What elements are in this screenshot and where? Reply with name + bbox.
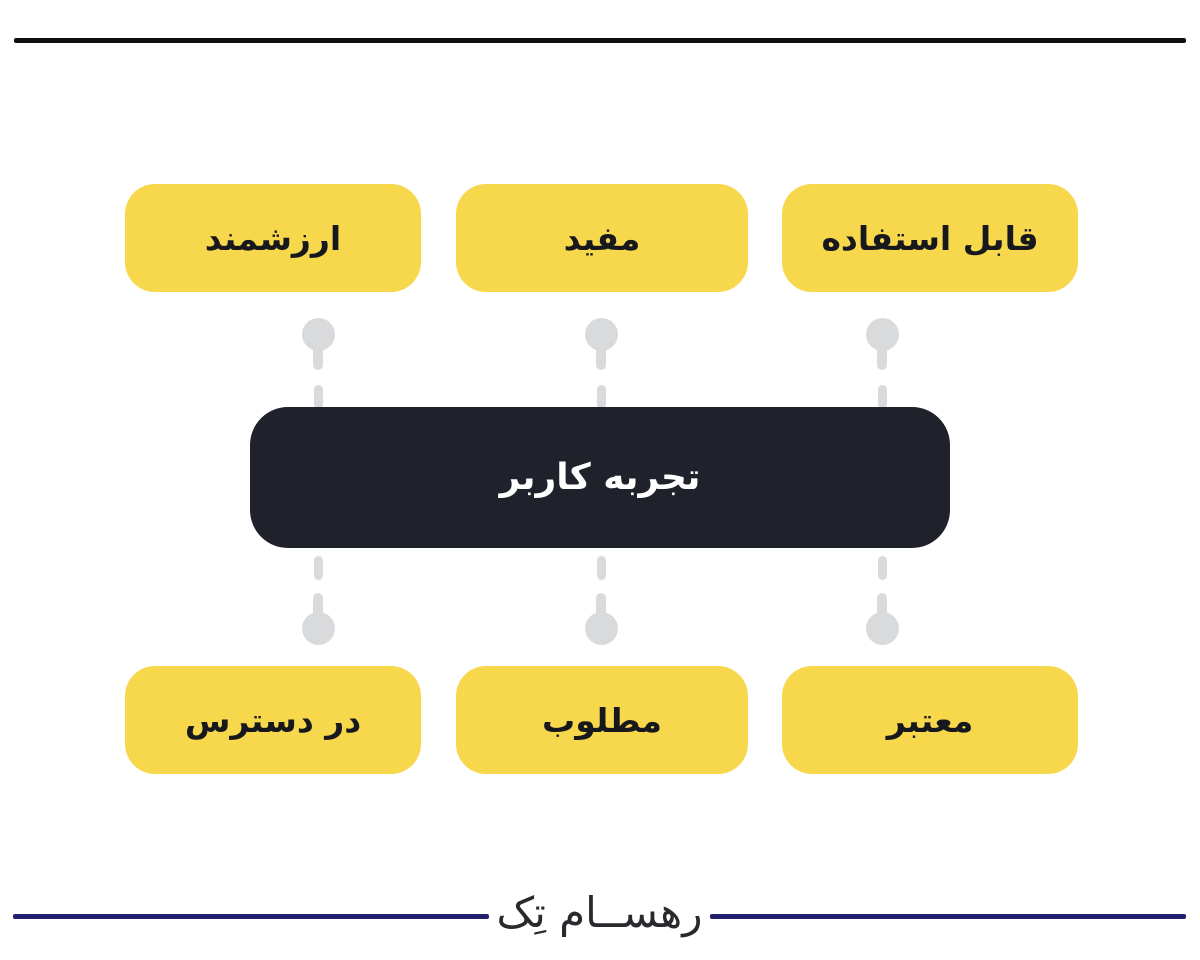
pin-stem [877, 593, 887, 619]
node-user-experience: تجربه کاربر [250, 407, 950, 548]
node-usable: قابل استفاده [782, 184, 1078, 292]
pin-dash [313, 385, 323, 409]
node-credible: معتبر [782, 666, 1078, 774]
pin-dash [877, 385, 887, 409]
pin-circle-icon [584, 612, 618, 645]
node-valuable: ارزشمند [125, 184, 421, 292]
pin-connector-top-left-icon [301, 318, 335, 409]
pin-circle-icon [301, 612, 335, 645]
pin-dash [596, 556, 606, 580]
node-credible-label: معتبر [886, 700, 974, 740]
node-desirable-label: مطلوب [542, 700, 662, 740]
node-usable-label: قابل استفاده [821, 218, 1039, 258]
node-useful: مفید [456, 184, 748, 292]
pin-dash [596, 385, 606, 409]
node-useful-label: مفید [563, 218, 641, 258]
pin-connector-bottom-right-icon [865, 556, 899, 645]
pin-stem [877, 344, 887, 370]
brand-logo-text: رهســام تِک [496, 888, 703, 937]
pin-stem [313, 344, 323, 370]
node-accessible: در دسترس [125, 666, 421, 774]
pin-dash [877, 556, 887, 580]
top-divider-line [14, 38, 1186, 43]
brand-divider-right [13, 913, 489, 919]
pin-stem [596, 344, 606, 370]
pin-stem [596, 593, 606, 619]
node-accessible-label: در دسترس [184, 700, 362, 740]
node-valuable-label: ارزشمند [204, 218, 342, 258]
pin-stem [313, 593, 323, 619]
pin-connector-bottom-left-icon [301, 556, 335, 645]
pin-connector-top-middle-icon [584, 318, 618, 409]
pin-circle-icon [865, 612, 899, 645]
footer-brand-lockup: رهســام تِک [13, 888, 1187, 944]
node-user-experience-label: تجربه کاربر [499, 457, 701, 498]
pin-connector-bottom-middle-icon [584, 556, 618, 645]
node-desirable: مطلوب [456, 666, 748, 774]
pin-connector-top-right-icon [865, 318, 899, 409]
pin-dash [313, 556, 323, 580]
brand-divider-left [710, 913, 1187, 919]
